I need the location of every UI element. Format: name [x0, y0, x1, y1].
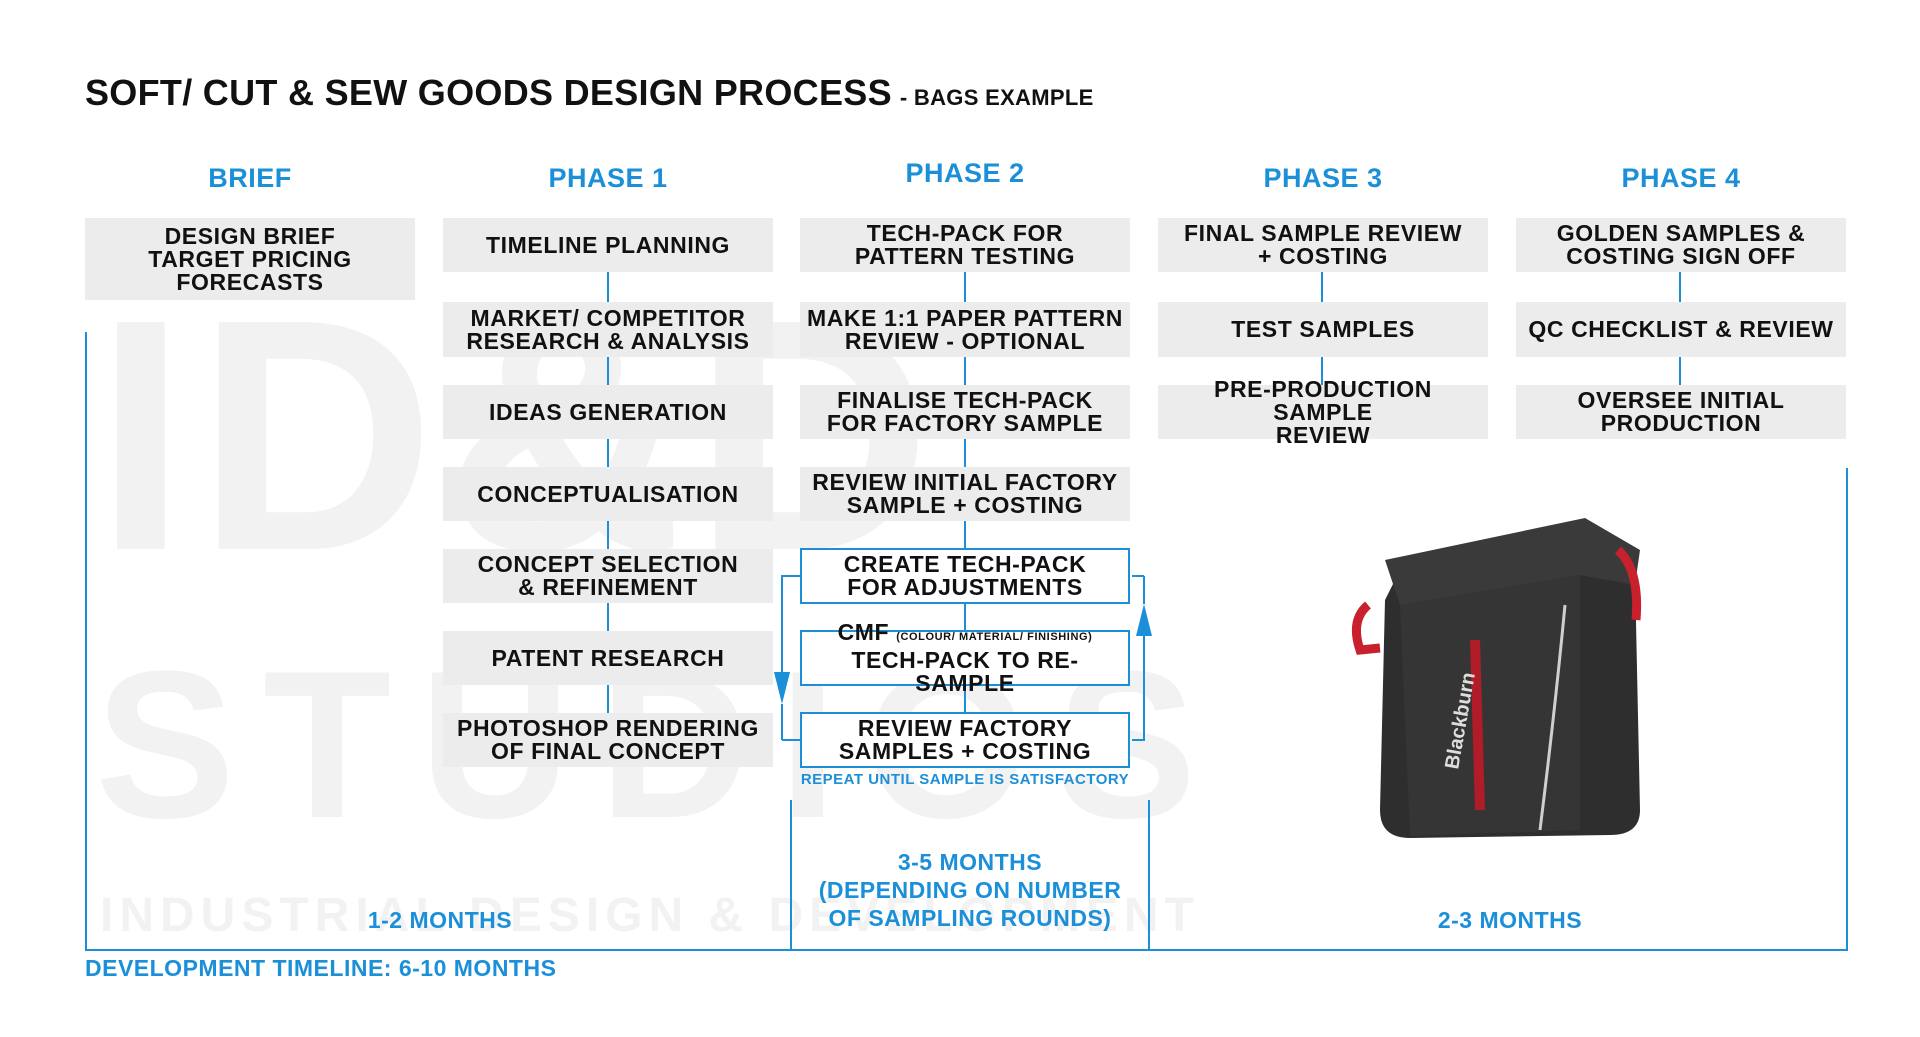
phase2-connector [964, 357, 966, 385]
qc-checklist-box: QC CHECKLIST & REVIEW [1516, 302, 1846, 357]
phase2-header: PHASE 2 [905, 158, 1025, 188]
phase3-connector [1321, 357, 1323, 385]
left-strap [1351, 601, 1381, 655]
phase1-connector [607, 357, 609, 385]
timeline-planning-box: TIMELINE PLANNING [443, 218, 773, 272]
bag-front-panel [1400, 575, 1580, 836]
bag-rolltop [1385, 518, 1640, 605]
brief-box: DESIGN BRIEF TARGET PRICING FORECASTS [85, 218, 415, 300]
phase2-left-edge [790, 800, 792, 949]
patent-research-box: PATENT RESEARCH [443, 631, 773, 685]
phase3-connector [1321, 272, 1323, 302]
phase1-connector [607, 272, 609, 302]
finalise-techpack-box: FINALISE TECH-PACK FOR FACTORY SAMPLE [800, 385, 1130, 439]
phase2-connector [964, 603, 966, 631]
ideas-generation-box: IDEAS GENERATION [443, 385, 773, 439]
phase2-connector [964, 272, 966, 302]
cmf-techpack-box: CMF (COLOUR/ MATERIAL/ FINISHING) TECH-P… [800, 621, 1130, 695]
phase1-connector [607, 685, 609, 713]
phase1-connector [607, 521, 609, 549]
cmf-note: (COLOUR/ MATERIAL/ FINISHING) [896, 631, 1093, 643]
techpack-resample-label: TECH-PACK TO RE-SAMPLE [851, 647, 1079, 696]
phase2-connector [964, 685, 966, 713]
pannier-bag-image: Blackburn [1351, 518, 1642, 838]
phase3-header: PHASE 3 [1263, 163, 1383, 193]
review-initial-sample-box: REVIEW INITIAL FACTORY SAMPLE + COSTING [800, 467, 1130, 521]
loop-down-line [781, 575, 800, 680]
final-sample-review-box: FINAL SAMPLE REVIEW + COSTING [1158, 218, 1488, 272]
timeline-baseline [85, 949, 1848, 951]
create-techpack-adjustments-box: CREATE TECH-PACK FOR ADJUSTMENTS [800, 548, 1130, 604]
phase2-connector [964, 439, 966, 467]
techpack-pattern-box: TECH-PACK FOR PATTERN TESTING [800, 218, 1130, 272]
phase1-connector [607, 603, 609, 631]
reflective-stripe [1538, 604, 1567, 831]
red-zip [1470, 639, 1485, 811]
down-arrow-icon [774, 672, 790, 704]
golden-samples-box: GOLDEN SAMPLES & COSTING SIGN OFF [1516, 218, 1846, 272]
duration-phase3-4: 2-3 MONTHS [1437, 907, 1583, 933]
cmf-label: CMF [837, 619, 890, 645]
conceptualisation-box: CONCEPTUALISATION [443, 467, 773, 521]
phase4-connector [1679, 272, 1681, 302]
market-research-box: MARKET/ COMPETITOR RESEARCH & ANALYSIS [443, 302, 773, 357]
repeat-note: REPEAT UNTIL SAMPLE IS SATISFACTORY [800, 771, 1130, 788]
concept-selection-box: CONCEPT SELECTION & REFINEMENT [443, 549, 773, 603]
timeline-right-edge [1846, 468, 1848, 949]
brief-header: BRIEF [208, 163, 292, 193]
phase2-right-edge [1148, 800, 1150, 949]
review-factory-samples-box: REVIEW FACTORY SAMPLES + COSTING [800, 712, 1130, 768]
right-strap [1614, 546, 1642, 621]
pre-production-review-box: PRE-PRODUCTION SAMPLE REVIEW [1158, 377, 1488, 446]
duration-phase2: 3-5 MONTHS (DEPENDING ON NUMBER OF SAMPL… [818, 849, 1122, 931]
phase4-header: PHASE 4 [1621, 163, 1741, 193]
subtitle-text: - BAGS EXAMPLE [899, 85, 1094, 110]
cmf-line: CMF (COLOUR/ MATERIAL/ FINISHING) [838, 621, 1093, 649]
phase1-header: PHASE 1 [548, 163, 668, 193]
development-timeline-total: DEVELOPMENT TIMELINE: 6-10 MONTHS [85, 955, 557, 981]
oversee-production-box: OVERSEE INITIAL PRODUCTION [1516, 385, 1846, 439]
up-arrow-icon [1136, 604, 1152, 636]
loop-up-line [1132, 630, 1145, 741]
photoshop-rendering-box: PHOTOSHOP RENDERING OF FINAL CONCEPT [443, 713, 773, 767]
watermark-tagline: INDUSTRIAL DESIGN & DEVELOPMENT [100, 889, 1200, 942]
page-title: SOFT/ CUT & SEW GOODS DESIGN PROCESS - BA… [85, 72, 1094, 114]
phase1-connector [607, 439, 609, 467]
timeline-left-edge [85, 332, 87, 949]
duration-brief-phase1: 1-2 MONTHS [367, 907, 513, 933]
test-samples-box: TEST SAMPLES [1158, 302, 1488, 357]
phase2-connector [964, 521, 966, 549]
phase4-connector [1679, 357, 1681, 385]
paper-pattern-box: MAKE 1:1 PAPER PATTERN REVIEW - OPTIONAL [800, 302, 1130, 357]
title-text: SOFT/ CUT & SEW GOODS DESIGN PROCESS [85, 72, 892, 113]
loop-arrows [774, 575, 1152, 741]
